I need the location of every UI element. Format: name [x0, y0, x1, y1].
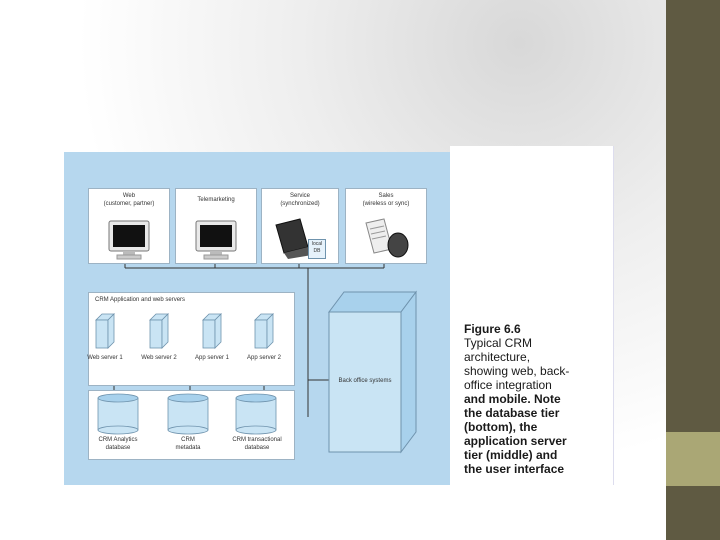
- database-label-line2: database: [105, 445, 131, 451]
- figure-caption: Figure 6.6 Typical CRM architecture, sho…: [464, 322, 604, 476]
- server-icon-2: [149, 313, 169, 349]
- caption-line: Typical CRM: [464, 336, 533, 350]
- sidebar-dark-band-bottom: [666, 486, 720, 540]
- server-label: App server 2: [246, 355, 282, 361]
- server-icons: [95, 313, 274, 349]
- crm-architecture-figure: Web (customer, partner) Telemarketing Se…: [64, 152, 450, 485]
- server-icon-4: [254, 313, 274, 349]
- caption-line: application server: [464, 434, 567, 448]
- server-icon-1: [95, 313, 115, 349]
- client-title: Sales: [378, 193, 394, 199]
- database-icons: [97, 393, 277, 435]
- database-label-line1: CRM: [181, 437, 195, 443]
- sidebar-dark-band-top: [666, 0, 720, 432]
- app-tier-title: CRM Application and web servers: [95, 297, 186, 303]
- client-title: Telemarketing: [197, 197, 235, 203]
- caption-line: the database tier: [464, 406, 560, 420]
- back-office-server-icon: [328, 290, 417, 454]
- pda-icon: [365, 218, 409, 258]
- caption-line: showing web, back-: [464, 364, 570, 378]
- server-label: Web server 2: [141, 355, 177, 361]
- database-label-line2: database: [244, 445, 270, 451]
- client-title: Service: [289, 193, 310, 199]
- caption-panel: [450, 146, 614, 485]
- caption-line: the user interface: [464, 462, 565, 476]
- sidebar-light-band: [666, 432, 720, 486]
- client-box-telemarketing: Telemarketing: [175, 188, 257, 264]
- monitor-icon: [195, 220, 237, 260]
- caption-line: office integration: [464, 378, 552, 392]
- figure-number: Figure 6.6: [464, 322, 521, 336]
- database-icon-2: [167, 393, 209, 435]
- client-title: Web: [122, 193, 136, 199]
- database-label-line2: metadata: [175, 445, 201, 451]
- client-subtitle: (synchronized): [280, 201, 320, 207]
- caption-line: tier (middle) and: [464, 448, 558, 462]
- client-box-web: Web (customer, partner): [88, 188, 170, 264]
- server-icon-3: [202, 313, 222, 349]
- caption-line: (bottom), the: [464, 420, 538, 434]
- client-subtitle: (wireless or sync): [362, 201, 410, 207]
- client-subtitle: (customer, partner): [103, 201, 155, 207]
- caption-line: and mobile. Note: [464, 392, 561, 406]
- monitor-icon: [108, 220, 150, 260]
- database-label-line1: CRM transactional: [232, 437, 282, 443]
- database-icon-3: [235, 393, 277, 435]
- caption-line: architecture,: [464, 350, 531, 364]
- back-office-label: Back office systems: [338, 378, 392, 384]
- server-label: App server 1: [194, 355, 230, 361]
- client-box-service: Service (synchronized) local DB: [261, 188, 339, 264]
- local-db-badge: local DB: [308, 239, 326, 259]
- database-icon-1: [97, 393, 139, 435]
- database-label-line1: CRM Analytics: [98, 437, 138, 443]
- server-label: Web server 1: [87, 355, 123, 361]
- client-box-sales: Sales (wireless or sync): [345, 188, 427, 264]
